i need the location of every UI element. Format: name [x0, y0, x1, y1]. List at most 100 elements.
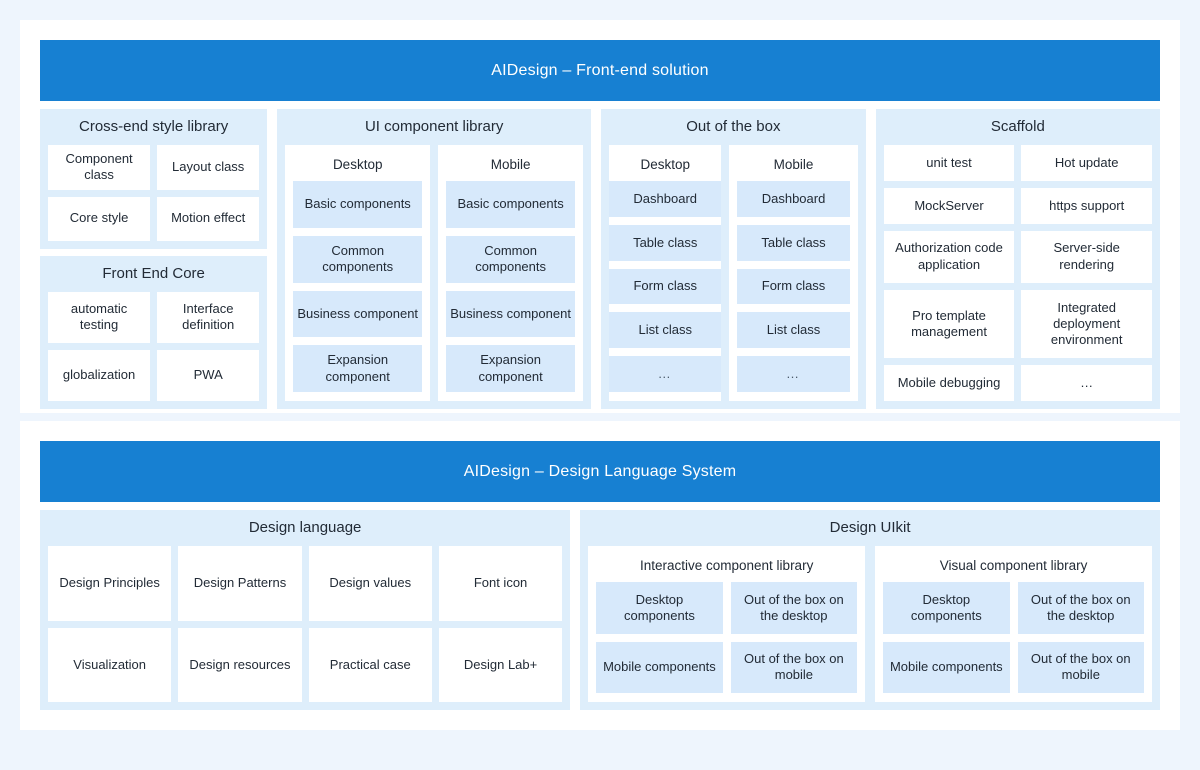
tile-visual-ootb-mobile[interactable]: Out of the box on mobile: [1017, 641, 1144, 693]
group-items-visual-component-library: Desktop components Out of the box on the…: [883, 582, 1144, 693]
tile-ui-mobile-expansion[interactable]: Expansion component: [446, 345, 576, 392]
tile-ui-desktop-business[interactable]: Business component: [293, 290, 423, 338]
tile-design-resources[interactable]: Design resources: [178, 627, 302, 702]
tile-layout-class[interactable]: Layout class: [157, 145, 260, 190]
tile-server-side-rendering[interactable]: Server-side rendering: [1021, 230, 1152, 283]
tile-interactive-ootb-mobile[interactable]: Out of the box on mobile: [730, 641, 858, 693]
column-design-uikit: Design UIkit Interactive component libra…: [580, 510, 1160, 710]
column-scaffold: Scaffold unit test Hot update MockServer…: [875, 109, 1160, 409]
group-title-ui-mobile: Mobile: [490, 157, 531, 172]
panel-title-cross-end-style-library: Cross-end style library: [79, 118, 229, 135]
tile-visual-ootb-desktop[interactable]: Out of the box on the desktop: [1017, 582, 1144, 634]
design-language-system-card: AIDesign – Design Language System Design…: [20, 421, 1180, 730]
tile-design-lab-plus[interactable]: Design Lab+: [438, 627, 563, 702]
group-ui-mobile[interactable]: Mobile Basic components Common component…: [438, 145, 584, 401]
tile-component-class[interactable]: Component class: [48, 145, 151, 190]
tile-ui-mobile-business[interactable]: Business component: [446, 290, 576, 338]
frontend-solution-banner-title: AIDesign – Front-end solution: [491, 61, 709, 79]
tile-hot-update[interactable]: Hot update: [1021, 145, 1152, 181]
scaffold-tile-grid: unit test Hot update MockServer https su…: [876, 145, 1160, 409]
ui-component-groups: Desktop Basic components Common componen…: [277, 145, 591, 409]
tile-design-values[interactable]: Design values: [308, 546, 432, 621]
panel-front-end-core[interactable]: Front End Core automatic testing Interfa…: [40, 255, 268, 410]
group-items-ui-desktop: Basic components Common components Busin…: [293, 181, 423, 392]
frontend-solution-card: AIDesign – Front-end solution Cross-end …: [20, 20, 1180, 413]
tile-interactive-ootb-desktop[interactable]: Out of the box on the desktop: [730, 582, 858, 634]
column-cross-end-style-library: Cross-end style library Component class …: [40, 109, 268, 410]
tile-ootb-mobile-form[interactable]: Form class: [737, 268, 850, 305]
tile-pwa[interactable]: PWA: [157, 350, 260, 401]
panel-title-scaffold: Scaffold: [990, 118, 1045, 135]
tile-https-support[interactable]: https support: [1021, 187, 1152, 224]
group-title-ootb-mobile: Mobile: [773, 157, 814, 172]
tile-motion-effect[interactable]: Motion effect: [157, 196, 260, 241]
tile-design-patterns[interactable]: Design Patterns: [178, 546, 302, 621]
panel-cross-end-style-library[interactable]: Cross-end style library Component class …: [40, 109, 268, 249]
group-ui-desktop[interactable]: Desktop Basic components Common componen…: [285, 145, 431, 401]
panel-title-ui-component-library: UI component library: [364, 118, 504, 135]
group-items-ui-mobile: Basic components Common components Busin…: [446, 181, 576, 392]
tile-ootb-desktop-form[interactable]: Form class: [609, 268, 722, 305]
tile-ootb-desktop-more[interactable]: …: [609, 356, 722, 392]
group-ootb-desktop[interactable]: Desktop Dashboard Table class Form class…: [609, 145, 722, 401]
tile-integrated-deployment-environment[interactable]: Integrated deployment environment: [1021, 289, 1152, 359]
tile-grid-cross-end-style-library: Component class Layout class Core style …: [40, 145, 267, 249]
tile-ui-desktop-common[interactable]: Common components: [293, 235, 423, 283]
design-columns: Design language Design Principles Design…: [40, 510, 1160, 710]
tile-ui-desktop-basic[interactable]: Basic components: [293, 181, 423, 228]
column-design-language: Design language Design Principles Design…: [40, 510, 571, 710]
tile-design-principles[interactable]: Design Principles: [48, 546, 172, 621]
column-out-of-the-box: Out of the box Desktop Dashboard Table c…: [601, 109, 866, 409]
tile-ootb-mobile-dashboard[interactable]: Dashboard: [737, 181, 850, 217]
tile-interface-definition[interactable]: Interface definition: [157, 291, 260, 343]
panel-title-front-end-core: Front End Core: [102, 264, 205, 282]
tile-visualization[interactable]: Visualization: [48, 627, 172, 702]
design-language-system-banner: AIDesign – Design Language System: [40, 441, 1160, 502]
tile-ui-mobile-basic[interactable]: Basic components: [446, 181, 576, 228]
tile-ootb-desktop-dashboard[interactable]: Dashboard: [609, 181, 722, 217]
tile-ui-mobile-common[interactable]: Common components: [446, 235, 576, 283]
tile-visual-mobile-components[interactable]: Mobile components: [883, 641, 1010, 693]
design-language-tile-grid: Design Principles Design Patterns Design…: [40, 546, 570, 710]
tile-globalization[interactable]: globalization: [48, 350, 151, 401]
panel-title-design-uikit: Design UIkit: [829, 519, 911, 536]
tile-ui-desktop-expansion[interactable]: Expansion component: [293, 345, 423, 392]
tile-interactive-mobile-components[interactable]: Mobile components: [596, 641, 723, 693]
out-of-the-box-groups: Desktop Dashboard Table class Form class…: [601, 145, 866, 409]
tile-mockserver[interactable]: MockServer: [883, 187, 1015, 224]
panel-title-design-language: Design language: [248, 519, 362, 536]
group-visual-component-library[interactable]: Visual component library Desktop compone…: [875, 546, 1152, 702]
group-items-interactive-component-library: Desktop components Out of the box on the…: [596, 582, 858, 693]
tile-font-icon[interactable]: Font icon: [438, 546, 563, 621]
group-interactive-component-library[interactable]: Interactive component library Desktop co…: [588, 546, 866, 702]
tile-ootb-mobile-table[interactable]: Table class: [737, 224, 850, 261]
tile-pro-template-management[interactable]: Pro template management: [883, 289, 1015, 359]
tile-ootb-mobile-list[interactable]: List class: [737, 312, 850, 349]
tile-ootb-desktop-table[interactable]: Table class: [609, 224, 722, 261]
group-title-ootb-desktop: Desktop: [640, 157, 690, 172]
group-title-visual-component-library: Visual component library: [939, 558, 1088, 573]
tile-automatic-testing[interactable]: automatic testing: [48, 291, 151, 343]
tile-interactive-desktop-components[interactable]: Desktop components: [596, 582, 723, 634]
tile-ootb-desktop-list[interactable]: List class: [609, 312, 722, 349]
tile-core-style[interactable]: Core style: [48, 196, 151, 241]
group-items-ootb-mobile: Dashboard Table class Form class List cl…: [737, 181, 850, 392]
tile-mobile-debugging[interactable]: Mobile debugging: [883, 365, 1015, 401]
tile-practical-case[interactable]: Practical case: [308, 627, 432, 702]
tile-grid-front-end-core: automatic testing Interface definition g…: [40, 291, 267, 410]
group-ootb-mobile[interactable]: Mobile Dashboard Table class Form class …: [729, 145, 858, 401]
group-title-interactive-component-library: Interactive component library: [639, 558, 814, 573]
design-uikit-groups: Interactive component library Desktop co…: [580, 546, 1160, 710]
tile-unit-test[interactable]: unit test: [883, 145, 1015, 181]
frontend-columns: Cross-end style library Component class …: [40, 109, 1160, 409]
tile-authorization-code-application[interactable]: Authorization code application: [883, 230, 1015, 283]
frontend-solution-banner: AIDesign – Front-end solution: [40, 40, 1160, 101]
group-items-ootb-desktop: Dashboard Table class Form class List cl…: [609, 181, 722, 392]
group-title-ui-desktop: Desktop: [332, 157, 383, 172]
tile-ootb-mobile-more[interactable]: …: [737, 356, 850, 392]
panel-title-out-of-the-box: Out of the box: [686, 118, 781, 135]
tile-scaffold-more[interactable]: …: [1021, 365, 1152, 401]
tile-visual-desktop-components[interactable]: Desktop components: [883, 582, 1010, 634]
design-language-system-banner-title: AIDesign – Design Language System: [463, 462, 737, 480]
